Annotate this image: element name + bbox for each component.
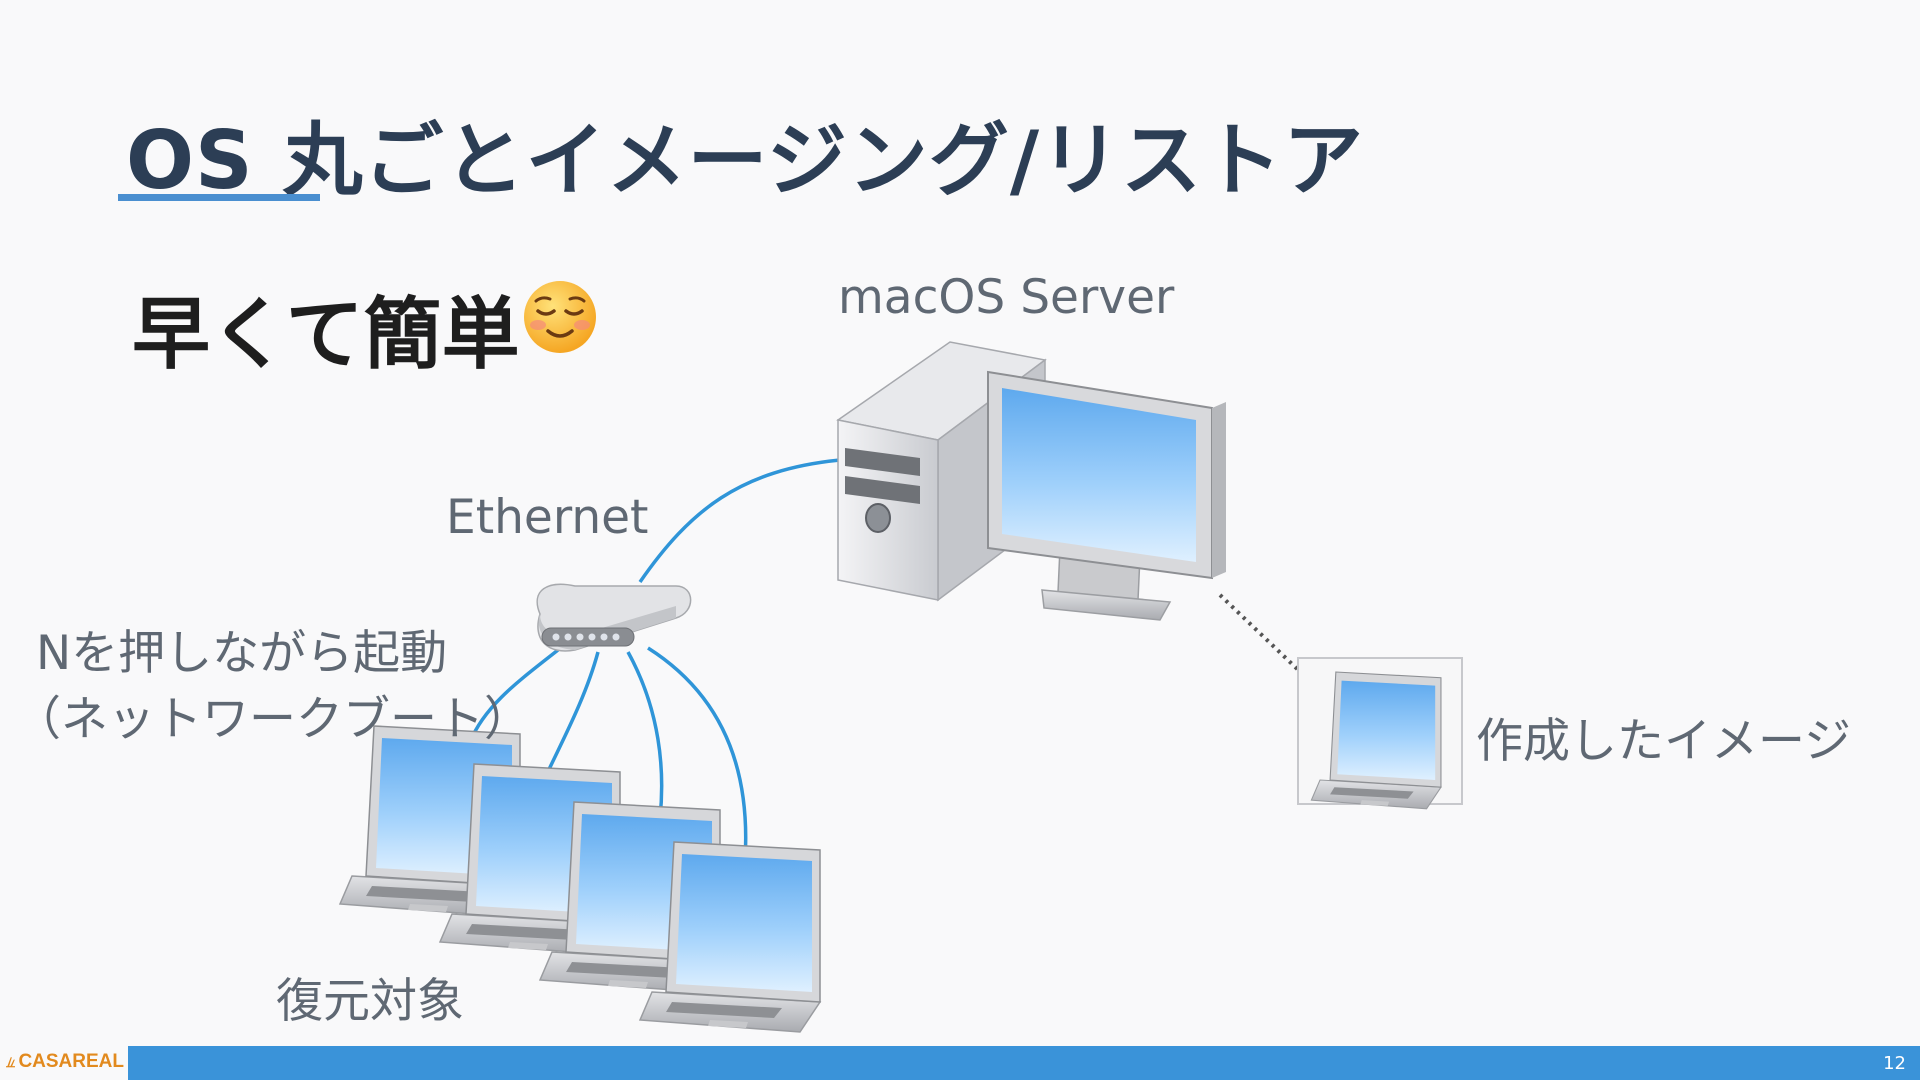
slide-subtitle: 早くて簡単 <box>132 290 520 380</box>
netboot-label-line1: Nを押しながら起動 <box>36 626 448 681</box>
router-icon <box>536 583 692 652</box>
created-image-icon <box>1297 657 1463 810</box>
netboot-label-line2: （ネットワークブート） <box>14 692 531 747</box>
image-link-dotted <box>1218 593 1317 688</box>
ethernet-cable-laptop-2 <box>543 651 600 779</box>
server-monitor-icon <box>987 370 1226 621</box>
ethernet-cable-laptop-3 <box>626 651 664 819</box>
ethernet-cable-laptop-4 <box>647 646 748 861</box>
footer-bar: 12 <box>128 1046 1920 1080</box>
smiling-face-icon <box>524 281 596 353</box>
ethernet-cable-laptop-1 <box>468 648 560 743</box>
ethernet-cable-server <box>638 458 841 583</box>
slide-title: OS 丸ごとイメージング/リストア <box>126 114 1365 207</box>
page-number: 12 <box>1883 1053 1906 1074</box>
created-image-label: 作成したイメージ <box>1476 714 1852 769</box>
restore-target-label: 復元対象 <box>276 974 464 1029</box>
title-underline <box>118 194 320 201</box>
logo-text: CASAREAL <box>18 1051 124 1072</box>
server-label: macOS Server <box>838 270 1175 325</box>
logo-mark-icon <box>6 1057 16 1068</box>
network-diagram <box>339 341 1463 1033</box>
ethernet-label: Ethernet <box>446 490 649 545</box>
casareal-logo: CASAREAL <box>6 1047 124 1077</box>
